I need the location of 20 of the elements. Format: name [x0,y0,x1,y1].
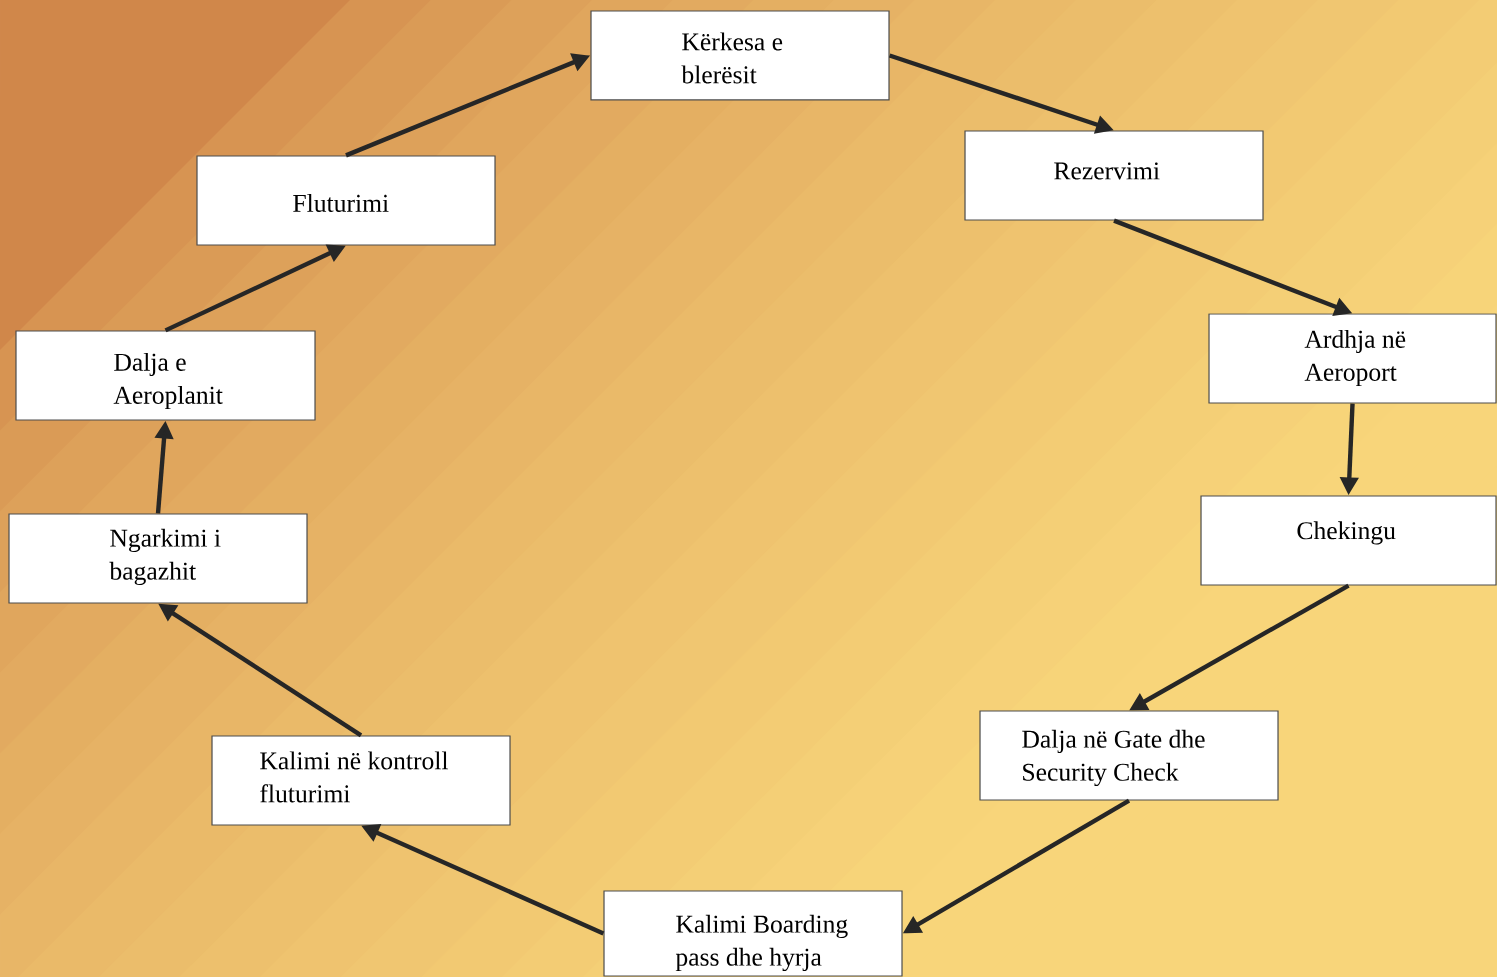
process-box [603,890,903,977]
box-label: Kalimi në kontroll fluturimi [260,751,449,803]
box-label: Chekingu [1297,521,1396,545]
box-label: Ardhja në Aeroport [1304,329,1406,387]
box-label: Dalja e Aeroplanit [113,352,223,410]
process-box [590,10,890,101]
process-box [211,735,511,826]
box-label: Fluturimi [293,194,389,212]
box-label: Kërkesa e blerësit [681,32,783,84]
process-box [1208,313,1497,404]
process-box [964,130,1264,221]
process-box [196,155,496,246]
box-label: Rezervimi [1054,162,1160,180]
process-box [979,710,1279,801]
process-box [15,330,316,421]
box-label: Kalimi Boarding pass dhe hyrja [675,914,848,972]
process-box [1200,495,1497,586]
process-box [8,513,308,604]
box-label: Ngarkimi i bagazhit [109,528,221,586]
box-label: Dalja në Gate dhe Security Check [1022,729,1205,787]
